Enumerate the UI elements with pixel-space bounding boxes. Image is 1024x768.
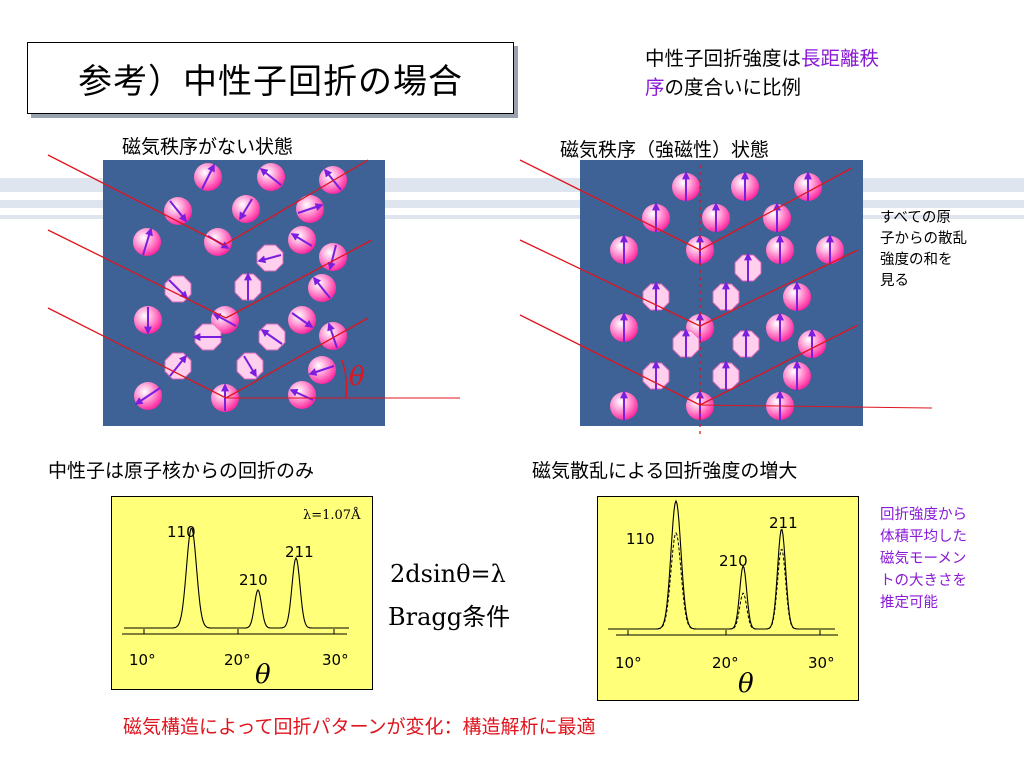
side-note-line: すべての原	[880, 210, 951, 226]
atom	[308, 356, 336, 384]
atom	[798, 328, 826, 358]
atom	[816, 234, 844, 264]
atom	[319, 322, 347, 350]
left-panel-title: 磁気秩序がない状態	[122, 136, 294, 158]
left-rays	[47, 154, 460, 399]
right-panel-title: 磁気秩序（強磁性）状態	[560, 139, 770, 161]
tick-label: 30°	[808, 654, 835, 672]
tick-label: 20°	[224, 651, 251, 669]
atom	[288, 381, 316, 409]
side-note-right: すべての原 子からの散乱 強度の和を 見る	[880, 208, 967, 292]
left-plot-curve	[124, 527, 349, 629]
top-note-highlight-2: 序	[645, 76, 665, 99]
atom	[288, 226, 316, 254]
tick-label: 10°	[129, 651, 156, 669]
atom	[734, 252, 762, 282]
wavelength-annotation: λ=1.07Å	[303, 508, 361, 523]
atom	[192, 323, 222, 351]
right-caption: 磁気散乱による回折強度の増大	[532, 460, 798, 482]
atom	[766, 234, 794, 264]
atom	[712, 281, 740, 311]
atom	[234, 272, 262, 301]
peak-label: 110	[167, 523, 196, 541]
atom	[133, 227, 161, 256]
atom	[164, 352, 192, 380]
atom	[766, 312, 794, 342]
peak-label: 110	[626, 530, 655, 548]
atom	[732, 328, 760, 358]
peak-label: 211	[769, 514, 798, 532]
conclusion-text: 磁気構造によって回折パターンが変化：構造解析に最適	[123, 716, 596, 738]
atom	[672, 171, 700, 201]
tick-label: 30°	[322, 651, 349, 669]
atom	[232, 195, 260, 223]
left-diffraction-plot: λ=1.07Å 110 210 211 10° 20° 30° θ	[111, 496, 373, 690]
tick-label: 10°	[615, 654, 642, 672]
side-note-line: トの大きさを	[880, 573, 967, 589]
background-stripe	[0, 215, 1024, 219]
bragg-label: Bragg条件	[388, 603, 511, 631]
atom	[702, 202, 730, 232]
right-plot-svg	[608, 499, 838, 636]
atom	[134, 306, 162, 335]
left-atoms	[133, 163, 347, 412]
atom	[642, 360, 670, 390]
left-plot-svg	[122, 527, 349, 635]
x-axis-label: θ	[738, 669, 754, 699]
atom	[288, 306, 316, 334]
atom	[308, 274, 336, 302]
atom	[642, 281, 670, 311]
top-note: 中性子回折強度は長距離秩 序の度合いに比例	[645, 44, 995, 102]
atom	[296, 195, 324, 223]
atom	[134, 382, 162, 410]
peak-label: 210	[239, 571, 268, 589]
peak-label: 211	[285, 543, 314, 561]
right-diffraction-plot: 110 210 211 10° 20° 30° θ	[597, 496, 859, 701]
side-note-line: 子からの散乱	[880, 231, 967, 247]
atom	[794, 171, 822, 201]
top-note-highlight: 長距離秩	[801, 47, 880, 70]
atom	[731, 171, 759, 201]
atom	[211, 306, 239, 334]
atom	[610, 234, 638, 264]
side-note-line: 推定可能	[880, 595, 938, 611]
side-note-line: 磁気モーメン	[880, 551, 967, 567]
x-axis-label: θ	[255, 660, 271, 690]
top-note-suffix: の度合いに比例	[664, 76, 802, 99]
right-plot-curve	[608, 499, 835, 630]
atom	[610, 390, 638, 420]
side-note-line: 強度の和を	[880, 252, 953, 268]
top-note-prefix: 中性子回折強度は	[645, 47, 802, 70]
slide-title: 参考）中性子回折の場合	[27, 42, 514, 114]
atom	[236, 352, 264, 380]
atom	[194, 163, 222, 191]
side-note-plot: 回折強度から 体積平均した 磁気モーメン トの大きさを 推定可能	[880, 504, 967, 614]
bragg-formula: 2dsinθ=λ	[390, 560, 506, 588]
right-rays	[519, 159, 933, 436]
atom	[783, 360, 811, 390]
side-note-line: 体積平均した	[880, 529, 967, 545]
background-stripe	[0, 200, 1024, 208]
atom	[672, 328, 700, 358]
scattering-angle-label: θ	[349, 362, 365, 392]
tick-label: 20°	[712, 654, 739, 672]
atom	[164, 275, 192, 303]
left-caption: 中性子は原子核からの回折のみ	[48, 460, 315, 482]
atom	[258, 323, 286, 351]
atom	[783, 281, 811, 311]
side-note-line: 見る	[880, 273, 909, 289]
atom	[256, 244, 284, 272]
atom	[610, 312, 638, 342]
atom	[712, 360, 740, 390]
atom	[257, 163, 285, 191]
side-note-line: 回折強度から	[880, 507, 967, 523]
peak-label: 210	[719, 552, 748, 570]
